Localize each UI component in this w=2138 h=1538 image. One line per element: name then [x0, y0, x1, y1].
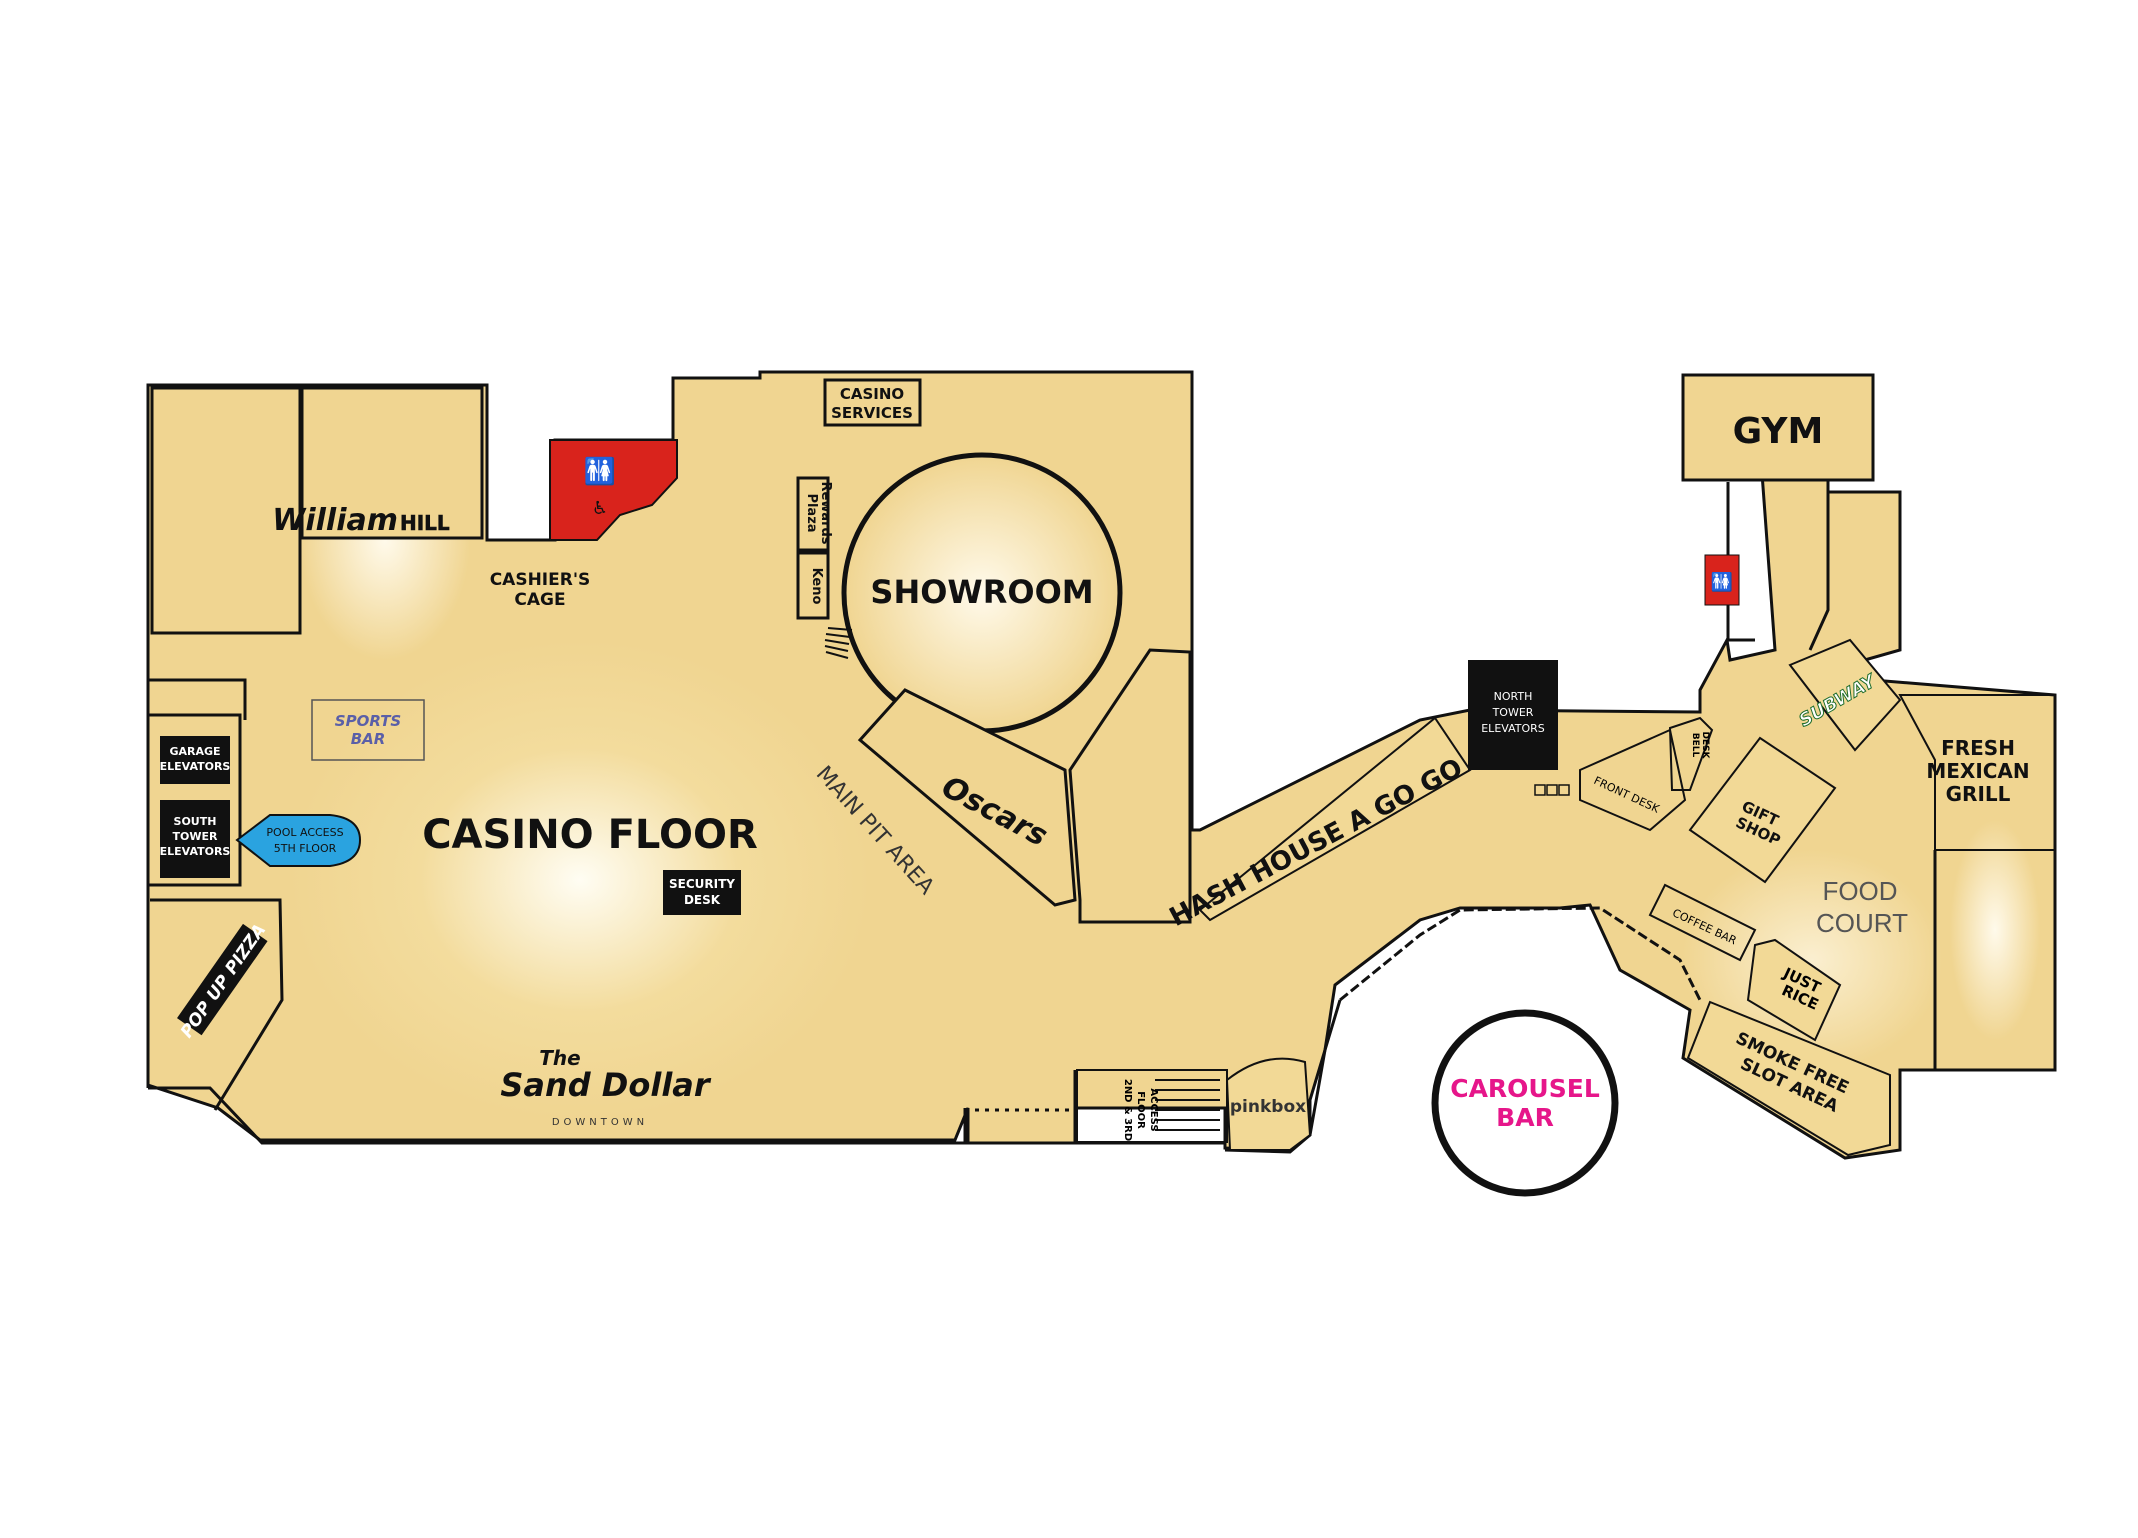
- sand-dollar-label-the: The: [539, 1046, 580, 1070]
- sand-dollar[interactable]: The Sand Dollar DOWNTOWN: [500, 1046, 712, 1128]
- fresh-mexican-grill[interactable]: FRESH MEXICAN GRILL: [1898, 694, 2056, 1070]
- elevator-column: [148, 678, 284, 1111]
- bell-desk[interactable]: BELL DESK: [1668, 716, 1714, 791]
- casino-services-label: CASINO: [840, 385, 904, 403]
- restroom-icon: 🚻: [1711, 571, 1733, 592]
- wheelchair-icon: ♿: [592, 498, 608, 519]
- cashiers-cage-label: CASHIER'S: [490, 570, 591, 590]
- foodcourt-glow: [1682, 850, 1942, 1070]
- william-hill-area[interactable]: William HILL: [150, 386, 484, 635]
- security-desk-label-2: DESK: [684, 893, 721, 907]
- south-tower-label: SOUTH: [174, 815, 217, 828]
- carousel-bar[interactable]: CAROUSEL BAR: [1431, 1009, 1619, 1197]
- oscars-restaurant[interactable]: Oscars: [857, 648, 1192, 924]
- casino-services[interactable]: CASINO SERVICES: [823, 378, 922, 427]
- pinkbox-label: pinkbox: [1230, 1097, 1306, 1117]
- stairs-label-3: ACCESS: [1148, 1088, 1159, 1131]
- sports-bar-label-2: BAR: [351, 730, 386, 748]
- restroom-main[interactable]: 🚻 ♿: [549, 439, 678, 541]
- casino-services-label-2: SERVICES: [831, 404, 913, 422]
- sports-bar[interactable]: SPORTS BAR: [311, 699, 425, 761]
- north-tower-label: NORTH: [1494, 690, 1533, 703]
- plaza-rewards-label: Plaza: [804, 493, 819, 532]
- sports-bar-label: SPORTS: [335, 712, 401, 730]
- fresh-mexican-label-2: MEXICAN: [1926, 759, 2029, 783]
- outer-walls: [146, 370, 1702, 1154]
- fresh-mexican-label: FRESH: [1941, 736, 2015, 760]
- stairs-label-2: FLOOR: [1135, 1091, 1146, 1129]
- pool-access-label-2: 5TH FLOOR: [274, 842, 337, 855]
- william-hill-logo-hill: HILL: [400, 511, 450, 535]
- restroom-icon: 🚻: [584, 456, 616, 487]
- garage-elevators[interactable]: GARAGE ELEVATORS: [160, 736, 231, 784]
- south-tower-elevators[interactable]: SOUTH TOWER ELEVATORS: [160, 800, 231, 878]
- south-tower-label-3: ELEVATORS: [160, 845, 231, 858]
- north-tower-label-3: ELEVATORS: [1481, 722, 1545, 735]
- william-hill-label: William: [272, 503, 398, 538]
- south-tower-label-2: TOWER: [173, 830, 219, 843]
- plaza-rewards[interactable]: Plaza Rewards: [796, 476, 833, 552]
- carousel-bar-label: CAROUSEL: [1450, 1074, 1600, 1103]
- bell-desk-label-2: DESK: [1700, 731, 1710, 759]
- garage-elevators-label-2: ELEVATORS: [160, 760, 231, 773]
- garage-elevators-label: GARAGE: [169, 745, 220, 758]
- sand-dollar-label-downtown: DOWNTOWN: [552, 1117, 648, 1128]
- security-desk-label: SECURITY: [669, 877, 735, 891]
- casino-glow: [290, 640, 870, 1120]
- food-court-label-2: COURT: [1816, 908, 1908, 938]
- security-desk[interactable]: SECURITY DESK: [663, 870, 741, 915]
- sand-dollar-label: Sand Dollar: [500, 1066, 712, 1104]
- gym-label: GYM: [1733, 411, 1824, 452]
- gym[interactable]: GYM: [1681, 373, 1875, 482]
- plaza-rewards-label-2: Rewards: [818, 481, 833, 544]
- subway[interactable]: SUBWAY: [1788, 638, 1902, 752]
- north-tower-label-2: TOWER: [1492, 706, 1534, 719]
- showroom-label: SHOWROOM: [870, 573, 1093, 611]
- food-court-label: FOOD: [1822, 876, 1897, 906]
- gift-shop[interactable]: GIFT SHOP: [1688, 736, 1837, 884]
- showroom-stairs: [824, 627, 853, 659]
- grill-glow: [1950, 820, 2040, 1040]
- keno-label: Keno: [809, 568, 824, 605]
- pinkbox[interactable]: pinkbox: [1225, 1057, 1312, 1151]
- showroom[interactable]: SHOWROOM: [824, 452, 1123, 734]
- casino-floor-label: CASINO FLOOR: [422, 812, 758, 858]
- cashiers-cage-label-2: CAGE: [514, 590, 565, 610]
- north-tower-elevators[interactable]: NORTH TOWER ELEVATORS: [1468, 660, 1570, 796]
- just-rice[interactable]: JUST RICE: [1746, 938, 1842, 1042]
- bell-desk-label: BELL: [1690, 733, 1700, 758]
- stairs-access[interactable]: 2ND & 3RD FLOOR ACCESS: [1076, 1069, 1228, 1143]
- fresh-mexican-label-3: GRILL: [1946, 782, 2011, 806]
- pool-access-label: POOL ACCESS: [266, 826, 343, 839]
- keno[interactable]: Keno: [796, 551, 830, 620]
- smoke-free-slot-area[interactable]: SMOKE FREE SLOT AREA: [1686, 1000, 1891, 1157]
- stairs-label: 2ND & 3RD: [1122, 1079, 1133, 1141]
- carousel-bar-label-2: BAR: [1496, 1103, 1554, 1132]
- arrow-left-icon: [235, 814, 362, 867]
- restroom-north[interactable]: 🚻: [1704, 554, 1740, 606]
- pool-access-arrow[interactable]: POOL ACCESS 5TH FLOOR: [235, 814, 362, 867]
